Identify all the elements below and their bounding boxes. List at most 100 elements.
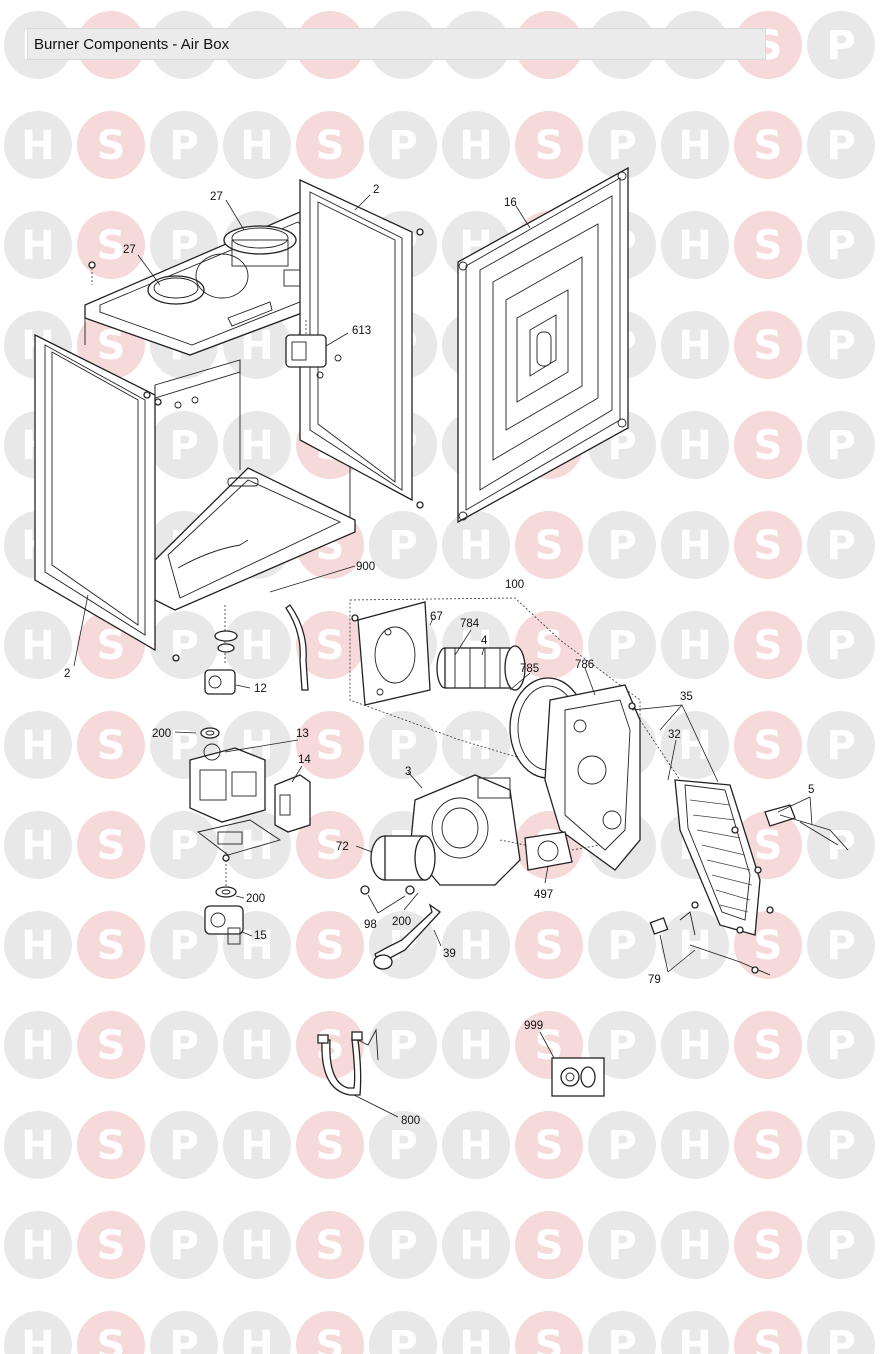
watermark-letter: P: [826, 623, 855, 669]
watermark-letter: H: [678, 123, 711, 169]
watermark-circle: [4, 911, 72, 979]
watermark-letter: S: [97, 723, 126, 769]
watermark-circle: [734, 611, 802, 679]
watermark-circle: [150, 611, 218, 679]
watermark-circle: [734, 1311, 802, 1354]
watermark-letter: S: [535, 523, 564, 569]
watermark-letter: P: [169, 1123, 198, 1169]
watermark-circle: [369, 1311, 437, 1354]
watermark-circle: [588, 1211, 656, 1279]
watermark-letter: P: [388, 123, 417, 169]
watermark-circle: [296, 611, 364, 679]
watermark-letter: H: [240, 123, 273, 169]
watermark-letter: S: [97, 1123, 126, 1169]
watermark-circle: [734, 711, 802, 779]
watermark-circle: [442, 911, 510, 979]
watermark-letter: H: [459, 1323, 492, 1354]
watermark-circle: [77, 1111, 145, 1179]
watermark-circle: [442, 711, 510, 779]
watermark-circle: [77, 111, 145, 179]
watermark-letter: H: [21, 723, 54, 769]
watermark-letter: P: [169, 923, 198, 969]
watermark-letter: P: [388, 1023, 417, 1069]
watermark-circle: [661, 411, 729, 479]
watermark-circle: [515, 1311, 583, 1354]
watermark-circle: [734, 311, 802, 379]
label-2: 2: [373, 184, 379, 196]
watermark-letter: S: [97, 223, 126, 269]
label-35: 35: [680, 691, 693, 703]
watermark-letter: P: [607, 923, 636, 969]
label-200: 200: [152, 728, 171, 740]
watermark-circle: [442, 111, 510, 179]
watermark-letter: S: [754, 1123, 783, 1169]
watermark-circle: [442, 1111, 510, 1179]
electrode-5: [764, 804, 849, 851]
watermark-letter: P: [826, 223, 855, 269]
watermark-circle: [807, 1211, 875, 1279]
label-200: 200: [392, 916, 411, 928]
watermark-letter: H: [21, 1323, 54, 1354]
watermark-letter: S: [754, 223, 783, 269]
watermark-circle: [807, 111, 875, 179]
watermark-letter: S: [754, 1223, 783, 1269]
label-98: 98: [364, 919, 377, 931]
watermark-letter: H: [459, 1123, 492, 1169]
watermark-letter: S: [535, 1123, 564, 1169]
watermark-letter: H: [678, 1223, 711, 1269]
watermark-letter: H: [459, 1223, 492, 1269]
watermark-circle: [4, 1111, 72, 1179]
watermark-circle: [807, 211, 875, 279]
watermark-circle: [515, 611, 583, 679]
watermark-letter: H: [459, 523, 492, 569]
watermark-circle: [442, 1311, 510, 1354]
watermark-circle: [296, 811, 364, 879]
watermark-letter: H: [678, 1023, 711, 1069]
watermark-letter: S: [316, 623, 345, 669]
watermark-circle: [77, 911, 145, 979]
label-786: 786: [575, 659, 594, 671]
watermark-letter: S: [754, 1323, 783, 1354]
label-27: 27: [210, 191, 223, 203]
watermark-letter: H: [21, 123, 54, 169]
watermark-letter: S: [754, 723, 783, 769]
title-bar: Burner Components - Air Box: [27, 28, 766, 60]
watermark-circle: [296, 711, 364, 779]
burner-assembly-outline: [349, 597, 641, 771]
watermark-letter: S: [535, 1223, 564, 1269]
watermark-circle: [77, 1211, 145, 1279]
label-12: 12: [254, 683, 267, 695]
watermark-circle: [588, 111, 656, 179]
label-79: 79: [648, 974, 661, 986]
pipe-39: [374, 903, 441, 963]
burner-assembly: [351, 601, 641, 871]
watermark-letter: H: [678, 723, 711, 769]
watermark-letter: S: [316, 1123, 345, 1169]
watermark-circle: [150, 911, 218, 979]
watermark-letter: P: [169, 123, 198, 169]
watermark-letter: P: [826, 923, 855, 969]
watermark-circle: [150, 1011, 218, 1079]
watermark-circle: [734, 1011, 802, 1079]
watermark-circle: [296, 111, 364, 179]
sensor-79: [649, 911, 771, 976]
watermark-circle: [369, 1011, 437, 1079]
label-13: 13: [296, 728, 309, 740]
watermark-letter: H: [678, 323, 711, 369]
watermark-letter: P: [826, 123, 855, 169]
watermark-circle: [807, 611, 875, 679]
watermark-circle: [807, 511, 875, 579]
watermark-circle: [661, 1111, 729, 1179]
watermark-letter: H: [240, 1023, 273, 1069]
watermark-circle: [369, 111, 437, 179]
watermark-circle: [661, 611, 729, 679]
label-32: 32: [668, 729, 681, 741]
watermark-circle: [369, 1211, 437, 1279]
watermark-circle: [77, 1011, 145, 1079]
watermark-circle: [223, 1311, 291, 1354]
leader-lines: [73, 194, 813, 1118]
label-900: 900: [356, 561, 375, 573]
watermark-letter: S: [97, 1223, 126, 1269]
watermark-letter: S: [316, 923, 345, 969]
watermark-circle: [4, 711, 72, 779]
